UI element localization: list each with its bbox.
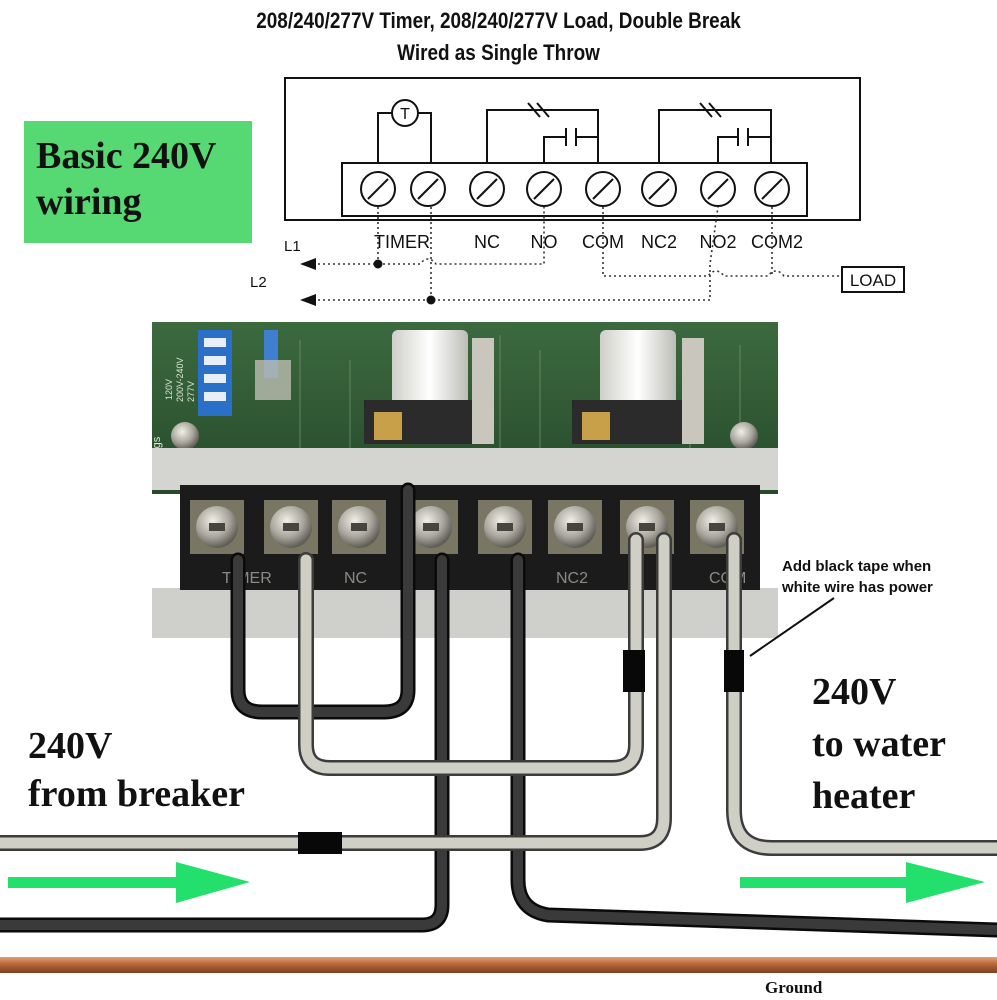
source-label: 240V from breaker [28, 722, 245, 818]
ground-label: Ground [765, 978, 823, 997]
tape-note-line1: Add black tape when [782, 558, 932, 575]
dip-label-200v: 200V-240V [175, 357, 185, 402]
load-label-line1: 240V [812, 671, 897, 713]
schematic-screw-2 [410, 171, 446, 207]
terminal-housing-top [152, 448, 778, 490]
schematic-screw-8 [754, 171, 790, 207]
l2-junction [426, 295, 436, 305]
l2-arrowhead [300, 294, 316, 306]
timer-coil [377, 99, 432, 163]
schematic: T TIMER NC NO COM NC2 NO2 COM2 [250, 77, 905, 306]
schematic-screw-4 [526, 171, 562, 207]
schematic-label-com2: COM2 [751, 232, 803, 252]
tape-note-pointer [749, 597, 835, 657]
white-wires [0, 532, 997, 856]
l1-junction [373, 259, 383, 269]
load-destination-label: 240V to water heater [812, 666, 946, 822]
schematic-screw-5 [585, 171, 621, 207]
source-label-line2: from breaker [28, 773, 246, 815]
board-label-timer: TIMER [222, 570, 272, 587]
badge-line1: Basic 240V [36, 135, 217, 177]
board-screw-2 [264, 500, 318, 554]
schematic-screw-6 [641, 171, 677, 207]
diagram-title-line1: 208/240/277V Timer, 208/240/277V Load, D… [256, 8, 741, 33]
relay-2 [572, 330, 704, 444]
component-block [255, 360, 291, 400]
relay-1 [364, 330, 494, 444]
l2-label: L2 [250, 274, 267, 291]
board-mount-screw-left [171, 422, 199, 450]
diagram-title-line2: Wired as Single Throw [397, 40, 600, 65]
board-label-nc2: NC2 [556, 570, 588, 587]
timer-symbol: T [400, 106, 410, 123]
dip-label-277v: 277V [186, 381, 196, 402]
board-terminal-screws [190, 500, 744, 554]
terminal-housing-bottom [152, 588, 778, 638]
schematic-screw-1 [360, 171, 396, 207]
board-mount-screw-right [730, 422, 758, 450]
board-screw-1 [190, 500, 244, 554]
load-label-line3: heater [812, 775, 916, 817]
load-box [841, 266, 905, 293]
source-label-line1: 240V [28, 725, 113, 767]
load-label: LOAD [850, 271, 896, 290]
load-arrow [740, 862, 985, 903]
board-screw-5 [478, 500, 532, 554]
black-tape-3 [298, 832, 342, 854]
schematic-label-nc: NC [474, 232, 500, 252]
dip-label-120v: 120V [164, 379, 174, 400]
black-tape-2 [724, 650, 744, 692]
relay-contacts-1 [486, 102, 599, 163]
tape-note-line2: white wire has power [782, 579, 933, 596]
l1-label: L1 [284, 238, 301, 255]
schematic-label-timer: TIMER [374, 232, 430, 252]
relay-contacts-2 [658, 102, 772, 163]
schematic-label-nc2: NC2 [641, 232, 677, 252]
board-screw-6 [548, 500, 602, 554]
black-wires [0, 482, 997, 938]
schematic-dotted-wires [318, 206, 842, 301]
badge-line2: wiring [36, 181, 142, 223]
source-arrow [8, 862, 250, 903]
load-label-line2: to water [812, 723, 946, 765]
l1-arrowhead [300, 258, 316, 270]
board-screw-3 [332, 500, 386, 554]
black-tape-1 [623, 650, 645, 692]
board-label-nc: NC [344, 570, 367, 587]
schematic-label-no2: NO2 [699, 232, 736, 252]
schematic-screw-7 [700, 171, 736, 207]
schematic-screws [360, 171, 790, 207]
tape-note: Add black tape when white wire has power [782, 556, 933, 598]
ground-wire [0, 957, 997, 973]
schematic-screw-3 [469, 171, 505, 207]
basic-wiring-badge: Basic 240V wiring [24, 121, 252, 243]
